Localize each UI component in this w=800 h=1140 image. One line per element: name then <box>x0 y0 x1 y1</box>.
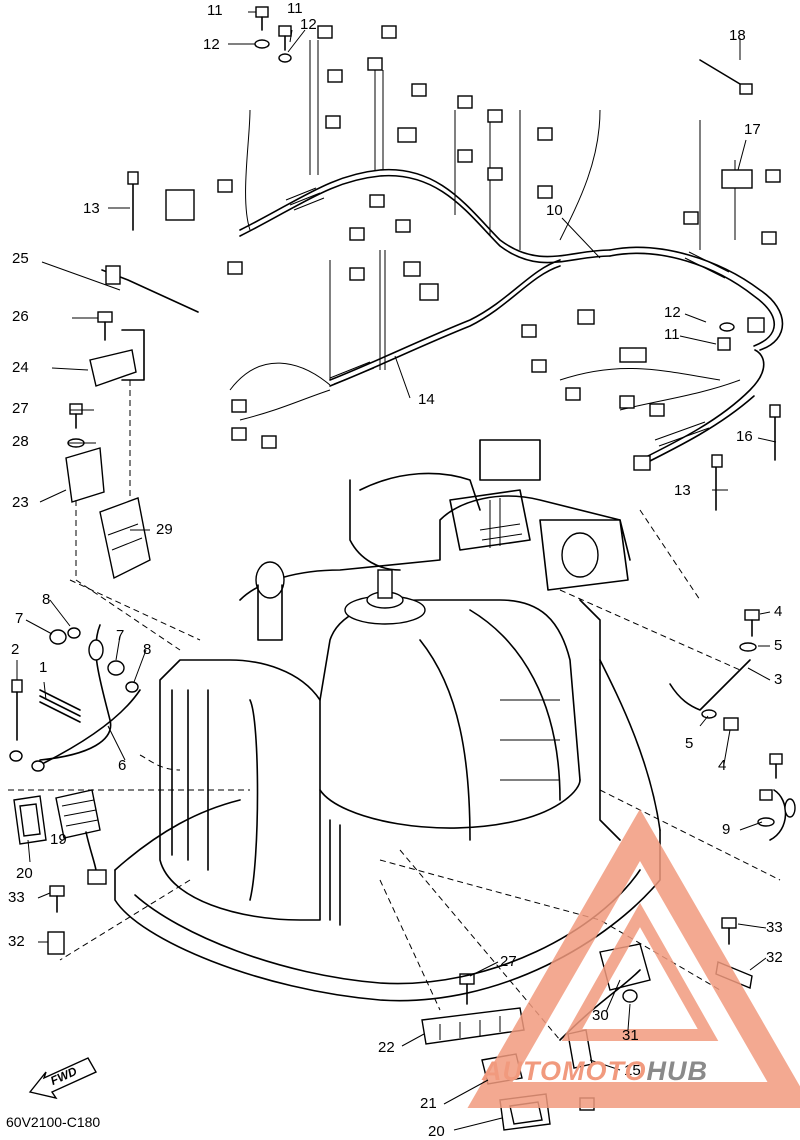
diagram-code: 60V2100-C180 <box>6 1114 101 1130</box>
callout-7: 7 <box>116 627 125 644</box>
battery-cables <box>9 624 796 841</box>
watermark-text-part-b: HUB <box>646 1056 709 1086</box>
callout-23: 23 <box>12 494 29 511</box>
fasteners <box>11 6 783 1111</box>
lower-components <box>13 789 651 1131</box>
callout-26: 26 <box>12 308 29 325</box>
callout-32: 32 <box>8 933 25 950</box>
callout-20: 20 <box>428 1123 445 1140</box>
callout-8: 8 <box>143 641 152 658</box>
callout-1: 1 <box>39 659 48 676</box>
callout-11: 11 <box>207 2 223 19</box>
callout-13: 13 <box>83 200 100 217</box>
engine-block <box>8 439 781 1041</box>
callout-3: 3 <box>774 671 783 688</box>
callout-11: 11 <box>664 326 680 343</box>
callout-12: 12 <box>664 304 681 321</box>
callout-13: 13 <box>674 482 691 499</box>
callout-7: 7 <box>15 610 24 627</box>
callout-5: 5 <box>774 637 783 654</box>
callout-leaders <box>16 11 777 1131</box>
callout-12: 12 <box>300 16 317 33</box>
callout-33: 33 <box>8 889 25 906</box>
wire-harness <box>165 25 784 471</box>
callout-27: 27 <box>12 400 29 417</box>
callout-16: 16 <box>736 428 753 445</box>
callout-31: 31 <box>622 1027 639 1044</box>
callout-30: 30 <box>592 1007 609 1024</box>
watermark-logo <box>467 808 800 1108</box>
callout-4: 4 <box>774 603 783 620</box>
callout-28: 28 <box>12 433 29 450</box>
callout-15: 15 <box>624 1062 641 1079</box>
callout-18: 18 <box>729 27 746 44</box>
callout-29: 29 <box>156 521 173 538</box>
callout-19: 19 <box>50 831 67 848</box>
watermark-text-part-a: AUTOMOTO <box>482 1056 647 1086</box>
callout-21: 21 <box>420 1095 437 1112</box>
callout-6: 6 <box>118 757 127 774</box>
callout-25: 25 <box>12 250 29 267</box>
callout-20: 20 <box>16 865 33 882</box>
callout-9: 9 <box>722 821 731 838</box>
callout-22: 22 <box>378 1039 395 1056</box>
callout-8: 8 <box>42 591 51 608</box>
callout-12: 12 <box>203 36 220 53</box>
callout-33: 33 <box>766 919 783 936</box>
callout-2: 2 <box>11 641 20 658</box>
fwd-arrow-shape <box>28 1057 97 1100</box>
callout-27: 27 <box>500 953 517 970</box>
watermark-text: AUTOMOTOHUB <box>482 1056 708 1087</box>
callout-5: 5 <box>685 735 694 752</box>
callout-24: 24 <box>12 359 29 376</box>
callout-32: 32 <box>766 949 783 966</box>
callout-14: 14 <box>418 391 435 408</box>
callout-11: 11 <box>287 0 303 17</box>
callout-17: 17 <box>744 121 761 138</box>
bracket-group <box>65 265 199 651</box>
callout-4: 4 <box>718 757 727 774</box>
callout-10: 10 <box>546 202 563 219</box>
